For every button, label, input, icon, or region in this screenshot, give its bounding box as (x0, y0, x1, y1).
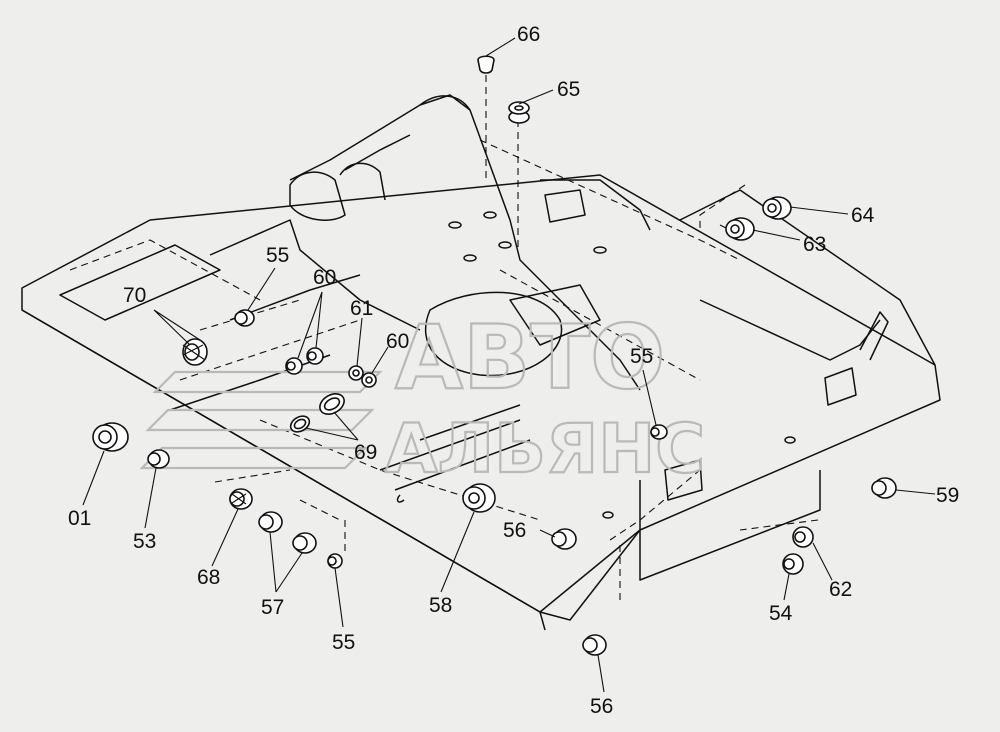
part-59-grommet (871, 477, 897, 499)
callout-63: 63 (803, 233, 826, 256)
upper-frame (21, 75, 941, 631)
callout-57: 57 (261, 596, 284, 619)
callout-64: 64 (851, 204, 875, 227)
watermark-line2: АЛЬЯНС (385, 410, 705, 489)
part-69-rings (289, 393, 345, 433)
part-55b-grommet (650, 424, 668, 440)
callout-01: 01 (68, 507, 91, 530)
part-60a-grommets (285, 347, 324, 375)
part-57-grommets (258, 511, 317, 554)
part-62-grommet (792, 526, 814, 548)
part-68-grommet (229, 488, 253, 510)
callout-53: 53 (133, 530, 156, 553)
part-53-grommet (147, 449, 170, 469)
callout-61: 61 (350, 297, 373, 320)
part-56b-grommet (582, 634, 607, 656)
callout-60-pair: 60 (313, 266, 336, 289)
callout-55-center: 55 (630, 345, 653, 368)
part-56a-grommet (551, 528, 577, 550)
callouts: 66 65 64 63 70 55 60 61 60 55 69 01 53 6… (68, 23, 959, 718)
callout-66: 66 (517, 23, 540, 46)
part-60b-ring (361, 372, 377, 388)
parts (92, 55, 897, 656)
leader-lines (82, 37, 936, 693)
watermark: АВТО АЛЬЯНС (139, 305, 706, 490)
part-66-plug (477, 55, 495, 74)
callout-62: 62 (829, 578, 852, 601)
callout-69: 69 (354, 441, 377, 464)
part-55c-grommet (327, 553, 343, 569)
callout-68: 68 (197, 566, 220, 589)
part-01-grommet (92, 422, 129, 452)
callout-65: 65 (557, 78, 580, 101)
callout-70: 70 (123, 284, 146, 307)
part-54-grommet (782, 553, 804, 575)
part-61-ring (348, 365, 364, 381)
callout-55-upper: 55 (266, 244, 289, 267)
part-70-grommet (182, 338, 208, 366)
part-63-grommet (725, 217, 755, 241)
callout-59: 59 (936, 484, 959, 507)
callout-56-center: 56 (503, 519, 526, 542)
callout-58: 58 (429, 594, 452, 617)
watermark-line1: АВТО (395, 306, 665, 409)
callout-54: 54 (769, 602, 793, 625)
callout-56-bottom: 56 (590, 695, 613, 718)
part-64-grommet (762, 196, 792, 220)
callout-55-lower: 55 (332, 631, 355, 654)
part-65-grommet (508, 101, 530, 124)
part-58-grommet (462, 483, 496, 513)
part-55a-grommet (234, 309, 255, 327)
callout-60-single: 60 (386, 330, 409, 353)
